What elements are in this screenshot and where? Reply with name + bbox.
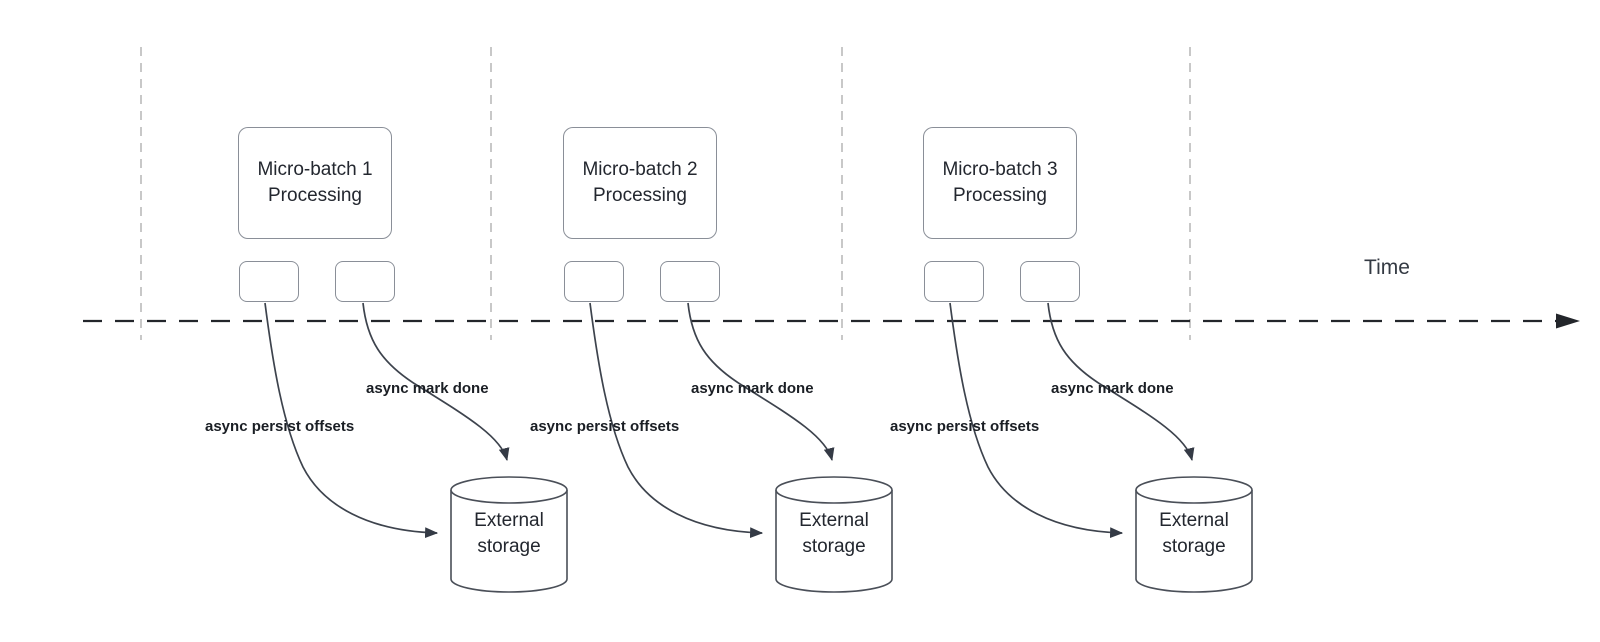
persist-offsets-label: async persist offsets — [890, 418, 1040, 435]
persist-offsets-task-box — [239, 261, 299, 302]
persist-offsets-label: async persist offsets — [205, 418, 355, 435]
external-storage-label: External storage — [799, 510, 869, 557]
batch-subtitle: Processing — [268, 185, 362, 206]
external-storage-cylinder: External storage — [775, 476, 893, 594]
section-3-arrows — [949, 302, 1195, 539]
batch-title: Micro-batch 1 — [257, 159, 373, 180]
cylinder-shape-icon — [1135, 476, 1253, 593]
mark-done-arrow — [687, 302, 835, 462]
cylinder-shape-icon — [775, 476, 893, 593]
section-1-arrows — [264, 302, 510, 539]
mark-done-arrow — [362, 302, 510, 462]
batch-title: Micro-batch 3 — [942, 159, 1058, 180]
time-axis-label: Time — [1364, 256, 1410, 279]
mark-done-task-box — [660, 261, 720, 302]
microbatch-section-1: Micro-batch 1 Processing async persist o… — [205, 0, 579, 642]
batch-subtitle: Processing — [593, 185, 687, 206]
mark-done-task-box — [1020, 261, 1080, 302]
mark-done-arrow — [1047, 302, 1195, 462]
microbatch-section-3: Micro-batch 3 Processing async persist o… — [890, 0, 1264, 642]
microbatch-3-processing-box: Micro-batch 3 Processing — [923, 127, 1077, 239]
time-axis-arrowhead-icon — [1556, 313, 1580, 329]
batch-title: Micro-batch 2 — [582, 159, 698, 180]
mark-done-label: async mark done — [1051, 380, 1174, 397]
external-storage-label: External storage — [474, 510, 544, 557]
mark-done-label: async mark done — [366, 380, 489, 397]
persist-offsets-arrow — [589, 302, 764, 539]
microbatch-1-processing-box: Micro-batch 1 Processing — [238, 127, 392, 239]
batch-subtitle: Processing — [953, 185, 1047, 206]
time-guide-lines — [140, 47, 1191, 340]
time-axis — [83, 313, 1580, 329]
microbatch-section-2: Micro-batch 2 Processing async persist o… — [530, 0, 904, 642]
external-storage-cylinder: External storage — [450, 476, 568, 594]
persist-offsets-label: async persist offsets — [530, 418, 680, 435]
persist-offsets-arrow — [949, 302, 1124, 539]
persist-offsets-arrow — [264, 302, 439, 539]
persist-offsets-task-box — [924, 261, 984, 302]
mark-done-task-box — [335, 261, 395, 302]
mark-done-label: async mark done — [691, 380, 814, 397]
external-storage-cylinder: External storage — [1135, 476, 1253, 594]
external-storage-label: External storage — [1159, 510, 1229, 557]
persist-offsets-task-box — [564, 261, 624, 302]
microbatch-2-processing-box: Micro-batch 2 Processing — [563, 127, 717, 239]
section-2-arrows — [589, 302, 835, 539]
cylinder-shape-icon — [450, 476, 568, 593]
